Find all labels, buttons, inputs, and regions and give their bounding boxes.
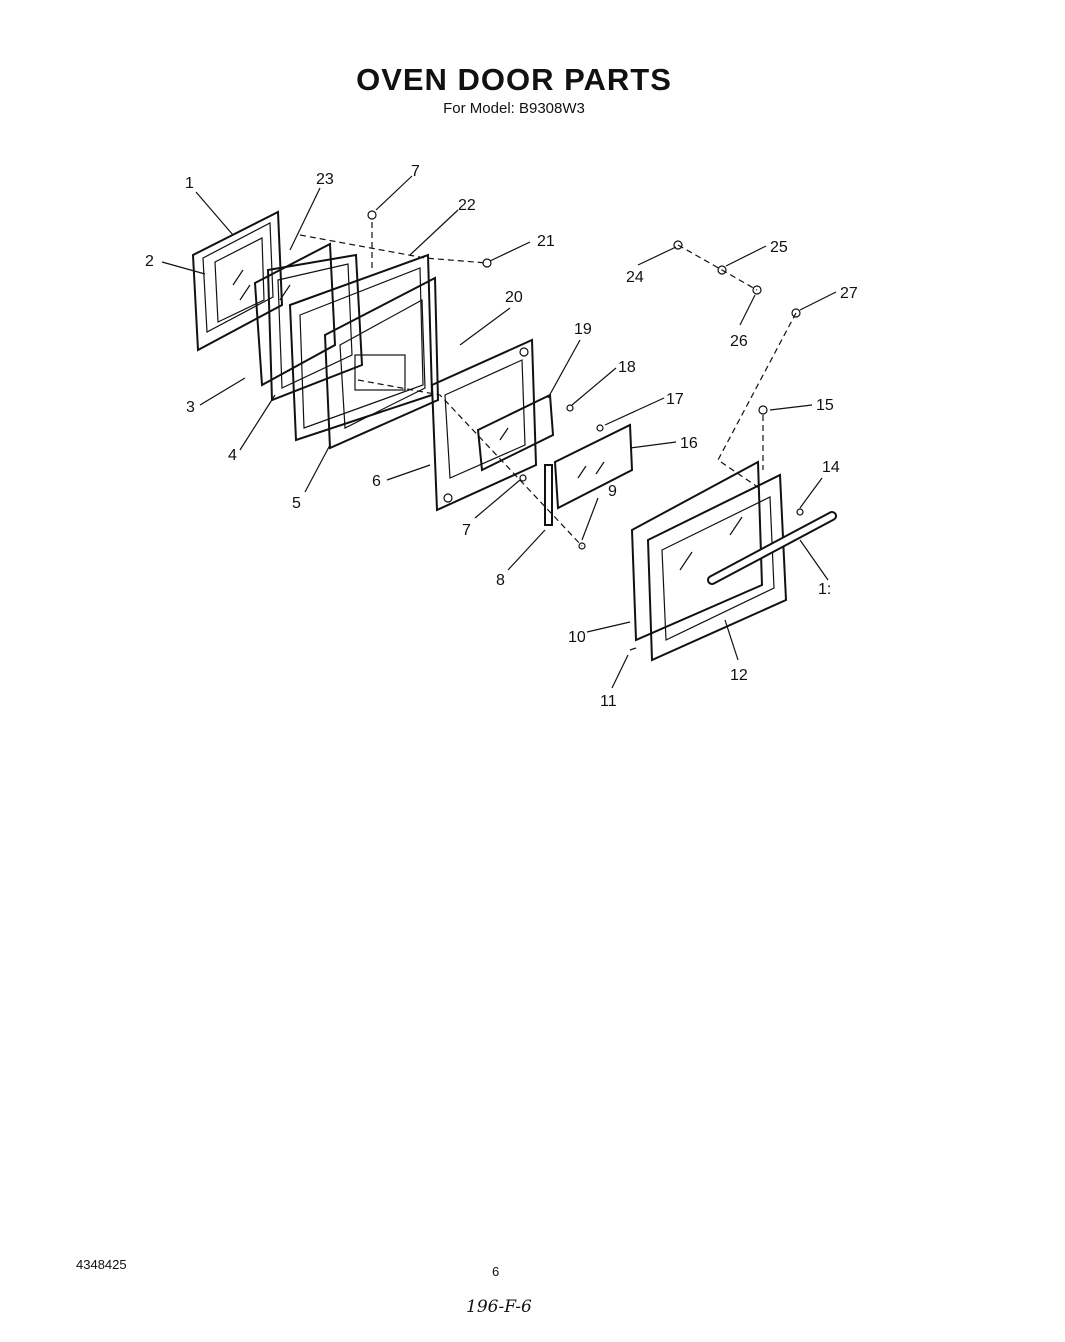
document-number: 4348425 xyxy=(76,1257,127,1272)
callout-16: 16 xyxy=(680,435,698,452)
part-22-inner-panel xyxy=(323,276,440,450)
callout-17: 17 xyxy=(666,391,684,408)
assembly-lines xyxy=(299,222,797,547)
callout-15: 15 xyxy=(816,397,834,414)
callout-13: 1: xyxy=(818,581,831,598)
callout-19: 19 xyxy=(574,321,592,338)
hardware-screws xyxy=(367,210,804,651)
callout-10: 10 xyxy=(568,629,586,646)
part-13-handle xyxy=(707,511,837,585)
callout-20: 20 xyxy=(505,289,523,306)
callout-9: 9 xyxy=(608,483,617,500)
callout-24: 24 xyxy=(626,269,644,286)
callout-6: 6 xyxy=(372,473,381,490)
page-number: 6 xyxy=(492,1264,500,1279)
part-4-gasket xyxy=(266,253,364,402)
part-16-window-glass xyxy=(553,423,634,510)
part-8-side-bracket xyxy=(544,464,553,526)
leader-lines xyxy=(161,175,837,689)
callout-labels: 1 2 3 4 5 6 7 7 8 9 10 11 12 1: 14 15 16… xyxy=(145,163,858,710)
callout-2: 2 xyxy=(145,253,154,270)
part-1-door-liner xyxy=(191,210,284,352)
part-12-outer-door xyxy=(630,460,788,662)
callout-12: 12 xyxy=(730,667,748,684)
callout-8: 8 xyxy=(496,572,505,589)
callout-27: 27 xyxy=(840,285,858,302)
callout-26: 26 xyxy=(730,333,748,350)
handwritten-note: 196-F-6 xyxy=(466,1297,532,1317)
part-19-small-glass xyxy=(476,393,555,472)
callout-11: 11 xyxy=(600,693,617,710)
part-6-door-frame xyxy=(430,338,538,512)
callout-5: 5 xyxy=(292,495,301,512)
page-title: OVEN DOOR PARTS xyxy=(356,62,672,97)
callout-22: 22 xyxy=(458,197,476,214)
model-subtitle: For Model: B9308W3 xyxy=(443,100,585,117)
callout-7-top: 7 xyxy=(411,163,420,180)
callout-4: 4 xyxy=(228,447,237,464)
callout-14: 14 xyxy=(822,459,840,476)
callout-1: 1 xyxy=(185,175,194,192)
callout-25: 25 xyxy=(770,239,788,256)
callout-18: 18 xyxy=(618,359,636,376)
part-23-inner-glass xyxy=(253,242,337,387)
callout-23: 23 xyxy=(316,171,334,188)
callout-3: 3 xyxy=(186,399,195,416)
callout-21: 21 xyxy=(537,233,555,250)
callout-7-bottom: 7 xyxy=(462,522,471,539)
